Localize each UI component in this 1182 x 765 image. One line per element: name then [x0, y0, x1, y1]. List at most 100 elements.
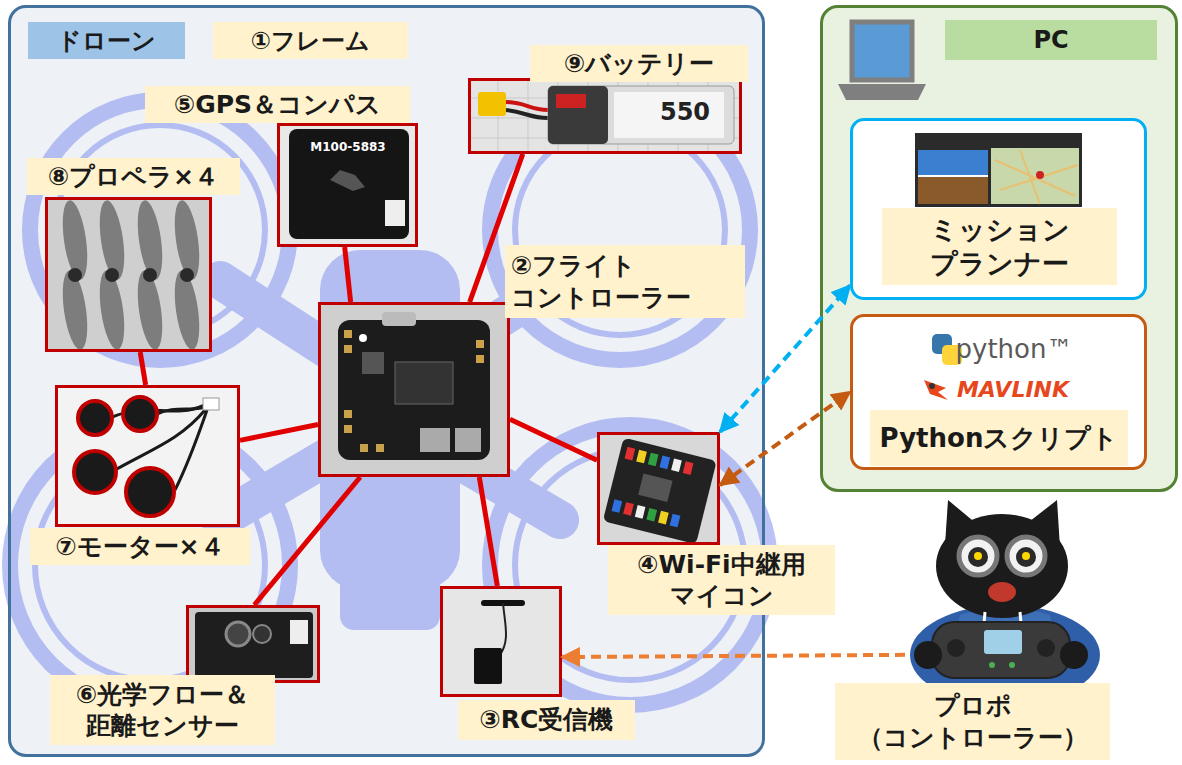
optical-flow-photo [253, 625, 271, 643]
rc-receiver-photo [474, 648, 502, 684]
motor-photo [175, 410, 207, 490]
wifi-board-photo [648, 453, 659, 467]
node-label: ドローン [28, 22, 185, 59]
cat-pilot-illustration [1060, 641, 1088, 669]
optical-flow-photo [186, 605, 320, 683]
flight-controller-photo [376, 444, 384, 452]
controller-figure: プロポ （コントローラー） [905, 505, 1105, 690]
battery-photo [478, 92, 506, 116]
cat-pilot-illustration [989, 662, 995, 668]
optical-flow-photo [186, 605, 320, 683]
node-label: MAVLINK [948, 374, 1078, 406]
wifi-board-photo [612, 447, 694, 527]
cat-pilot-illustration [932, 622, 1070, 678]
component-photo-box: ⑦モーター×４ [55, 385, 240, 527]
propeller-photo [96, 199, 129, 281]
laptop-icon [838, 22, 926, 100]
wifi-board-photo [636, 450, 647, 464]
propeller-photo [68, 268, 82, 282]
wire-line [479, 477, 497, 586]
propeller-photo [68, 268, 194, 282]
node-label: プロポ （コントローラー） [835, 683, 1110, 760]
flight-controller-photo [344, 425, 352, 433]
mission-planner-screenshot [915, 133, 1082, 207]
motor-photo [78, 401, 112, 435]
propeller-photo [45, 197, 212, 352]
motor-photo [203, 398, 219, 410]
node-label: ⑨バッテリー [530, 45, 748, 82]
propeller-photo [59, 199, 204, 351]
region-fill [820, 5, 1178, 492]
wifi-board-photo [646, 508, 657, 522]
battery-photo [506, 110, 548, 118]
wire-line [240, 425, 318, 441]
motor-photo [55, 385, 240, 527]
propeller-photo [134, 269, 167, 351]
wifi-board-photo [635, 505, 646, 519]
flight-controller-photo [362, 352, 384, 374]
wifi-board-photo [612, 499, 623, 513]
component-photo-box: ④Wi-Fi中継用 マイコン [597, 432, 720, 545]
flight-controller-photo [318, 302, 510, 477]
gps-photo [385, 200, 405, 226]
data-link-arrow [720, 392, 850, 485]
rc-receiver-photo [440, 586, 562, 697]
flight-controller-photo [359, 334, 367, 342]
part-label: ①フレーム [213, 22, 408, 59]
node-label: ③RC受信機 [458, 700, 635, 740]
wifi-board-photo [603, 438, 717, 545]
propeller-photo [96, 269, 129, 351]
mavlink-logo-icon [929, 383, 935, 389]
battery-photo [468, 78, 742, 154]
node-label: python™ [958, 331, 1070, 368]
photo-print: M100-5883 [292, 136, 404, 158]
wire-line [470, 154, 523, 302]
mavlink-logo-icon [924, 380, 948, 400]
motor-photo [123, 397, 157, 431]
wifi-board-photo [625, 447, 636, 461]
rc-receiver-photo [440, 586, 562, 697]
flight-controller-photo [360, 444, 368, 452]
node-label: ⑧プロペラ×４ [27, 158, 240, 195]
component-photo-box: ②フライト コントローラー [318, 302, 510, 477]
component-photo-box: ⑥光学フロー＆ 距離センサー [186, 605, 320, 683]
propeller-photo [105, 268, 119, 282]
wifi-board-photo [658, 511, 669, 525]
flight-controller-photo [382, 312, 416, 326]
flight-controller-photo [395, 362, 453, 404]
flight-controller-photo [318, 302, 510, 477]
cat-pilot-illustration [959, 537, 997, 575]
region-fill [850, 118, 1147, 300]
node-label: ⑥光学フロー＆ 距離センサー [50, 675, 275, 745]
wifi-board-photo [660, 456, 671, 470]
battery-photo [468, 78, 742, 154]
motor-photo [74, 397, 174, 516]
wifi-board-photo [683, 461, 694, 475]
mavlink-logo-icon [924, 380, 948, 400]
wifi-board-photo [597, 432, 720, 545]
flight-controller-photo [476, 340, 484, 348]
mission-planner-screenshot [915, 133, 1082, 207]
propeller-photo [171, 269, 204, 351]
node-label: ④Wi-Fi中継用 マイコン [608, 545, 835, 615]
wire-line [140, 352, 145, 385]
motor-photo [55, 385, 240, 527]
component-photo-box: ⑤GPS＆コンパス [277, 123, 418, 247]
rc-receiver-photo [500, 603, 506, 655]
wire-line [510, 419, 597, 460]
pc-region: PCミッション プランナーpython™MAVLINKPythonスクリプト [820, 5, 1178, 492]
gps-photo [330, 170, 365, 191]
region-fill [8, 5, 1178, 757]
node-label: Pythonスクリプト [870, 410, 1128, 466]
battery-photo [468, 78, 742, 154]
wire-line [345, 247, 351, 302]
cat-pilot-illustration [1022, 552, 1030, 560]
mission-planner-screenshot [918, 150, 988, 176]
wifi-board-photo [671, 458, 682, 472]
cat-pilot-illustration [1009, 662, 1015, 668]
propeller-photo [59, 199, 92, 281]
cat-pilot-illustration [947, 639, 965, 657]
wire-line [254, 477, 360, 605]
battery-photo [548, 86, 734, 144]
